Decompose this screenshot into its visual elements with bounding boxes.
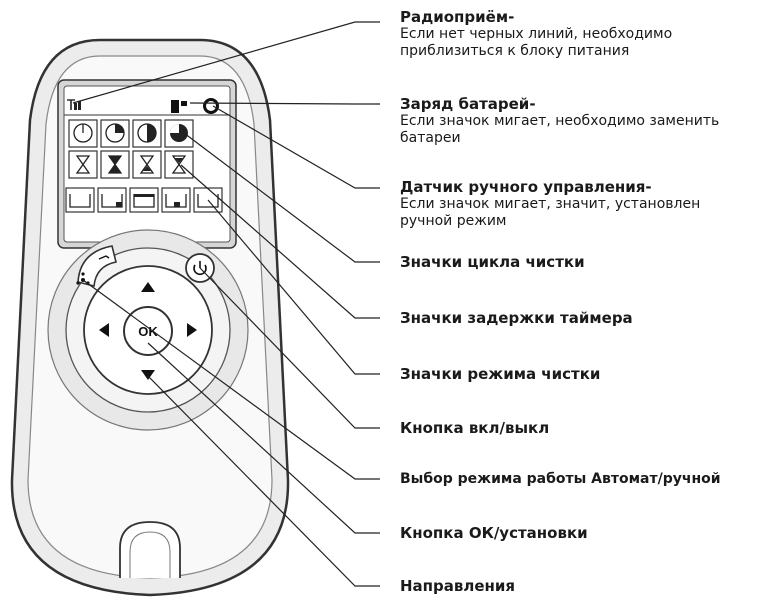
label-cleaning-mode-title: Значки режима чистки — [400, 365, 601, 383]
label-mode-select: Выбор режима работы Автомат/ручной — [400, 470, 721, 488]
label-timer-delay: Значки задержки таймера — [400, 309, 633, 327]
down-arrow-button[interactable] — [141, 370, 155, 380]
label-manual-sensor-desc: Если значок мигает, значит, установлен р… — [400, 196, 701, 229]
label-radio-desc: Если нет черных линий, необходимо прибли… — [400, 26, 673, 59]
battery-icon — [171, 100, 187, 113]
cleaning-cycle-icons — [68, 119, 194, 148]
leader-lines — [72, 21, 380, 587]
label-radio: Радиоприём- Если нет черных линий, необх… — [400, 8, 730, 60]
label-manual-sensor-title: Датчик ручного управления- — [400, 178, 652, 196]
radio-signal-icon — [67, 99, 81, 110]
label-manual-sensor: Датчик ручного управления- Если значок м… — [400, 178, 740, 230]
left-arrow-button[interactable] — [99, 323, 109, 337]
label-battery: Заряд батарей- Если значок мигает, необх… — [400, 95, 750, 147]
label-cleaning-cycle: Значки цикла чистки — [400, 253, 585, 271]
label-battery-title: Заряд батарей- — [400, 95, 536, 113]
hand-icon — [98, 255, 110, 260]
right-arrow-button[interactable] — [187, 323, 197, 337]
label-directions: Направления — [400, 577, 515, 595]
ok-button[interactable]: OK — [123, 306, 173, 356]
label-mode-select-title: Выбор режима работы Автомат/ручной — [400, 471, 721, 487]
cleaning-mode-icons — [65, 187, 223, 213]
label-power-button-title: Кнопка вкл/выкл — [400, 419, 550, 437]
label-ok-button: Кнопка ОК/установки — [400, 524, 588, 542]
up-arrow-button[interactable] — [141, 282, 155, 292]
bottom-clip — [119, 521, 181, 578]
label-ok-button-title: Кнопка ОК/установки — [400, 524, 588, 542]
label-radio-title: Радиоприём- — [400, 8, 515, 26]
timer-delay-icons — [68, 150, 194, 179]
label-directions-title: Направления — [400, 577, 516, 595]
manual-sensor-icon — [203, 98, 219, 114]
label-timer-delay-title: Значки задержки таймера — [400, 309, 633, 327]
label-battery-desc: Если значок мигает, необходимо заменить … — [400, 113, 720, 146]
label-cleaning-cycle-title: Значки цикла чистки — [400, 253, 585, 271]
label-cleaning-mode: Значки режима чистки — [400, 365, 600, 383]
label-power-button: Кнопка вкл/выкл — [400, 419, 549, 437]
lcd-screen — [57, 79, 237, 249]
ok-button-label: OK — [138, 324, 158, 339]
